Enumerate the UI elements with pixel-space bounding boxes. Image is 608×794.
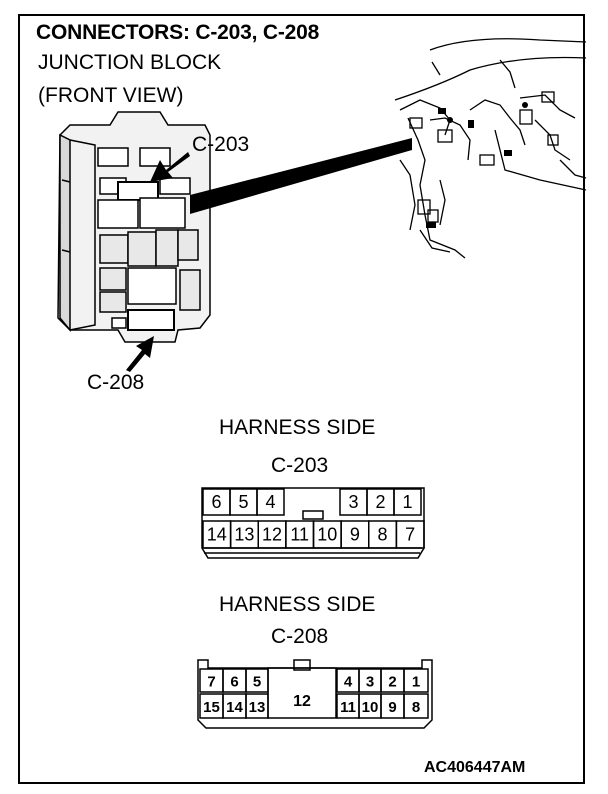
c208-pin-9: 9	[388, 699, 396, 716]
c208-pin-1: 1	[412, 674, 420, 691]
c203-pin-13: 13	[234, 525, 254, 545]
subtitle-front-view: (FRONT VIEW)	[38, 84, 184, 107]
figure-code: AC406447AM	[424, 759, 526, 776]
c208-pin-13-cell	[245, 693, 269, 719]
c203-pin-4-cell	[256, 488, 285, 516]
c208-pin-13: 13	[249, 699, 266, 716]
c208-pin-11: 11	[340, 699, 356, 716]
c208-pin-8: 8	[412, 699, 420, 716]
c208-pin-5: 5	[253, 674, 261, 691]
figure-title: CONNECTORS: C-203, C-208	[36, 21, 320, 44]
c208-connector-name: C-208	[271, 625, 329, 648]
c208-pin-14: 14	[226, 699, 243, 716]
c203-pin-14: 14	[207, 525, 227, 545]
c208-pin-15: 15	[203, 699, 220, 716]
c203-pin-12: 12	[262, 525, 282, 545]
c203-pin-10: 10	[317, 525, 337, 545]
c208-pin-1-cell	[403, 668, 429, 693]
c203-connector-name: C-203	[271, 454, 329, 477]
c203-pin-2: 2	[375, 492, 385, 512]
c203-pin-5: 5	[238, 492, 248, 512]
c208-harness-side-label: HARNESS SIDE	[219, 593, 376, 616]
c203-pin-3: 3	[348, 492, 358, 512]
c203-pin-4: 4	[265, 492, 275, 512]
c203-pin-1: 1	[402, 492, 412, 512]
c208-pin-5-cell	[245, 668, 269, 693]
c208-pin-6: 6	[230, 674, 238, 691]
c203-pin-8: 8	[378, 525, 388, 545]
junction-block-illustration	[57, 38, 587, 372]
c208-pin-3: 3	[366, 674, 374, 691]
c203-pin-1-cell	[393, 488, 422, 516]
c203-harness-side-label: HARNESS SIDE	[219, 416, 376, 439]
c208-pin-4: 4	[344, 674, 353, 691]
callout-c203-label: C-203	[192, 133, 250, 156]
c203-pin-6: 6	[211, 492, 221, 512]
c208-pin-2: 2	[388, 674, 396, 691]
subtitle-junction-block: JUNCTION BLOCK	[38, 51, 222, 74]
c203-pin-7: 7	[405, 525, 415, 545]
c208-pin-10: 10	[362, 699, 379, 716]
c203-pin-9: 9	[350, 525, 360, 545]
c208-pin-12: 12	[293, 693, 311, 710]
c203-pin-7-cell	[395, 520, 425, 549]
figure-frame	[18, 14, 585, 784]
callout-c208-label: C-208	[87, 371, 145, 394]
c208-pin-8-cell	[403, 693, 429, 719]
c208-pin-7: 7	[207, 674, 215, 691]
c203-pin-11: 11	[290, 525, 309, 545]
